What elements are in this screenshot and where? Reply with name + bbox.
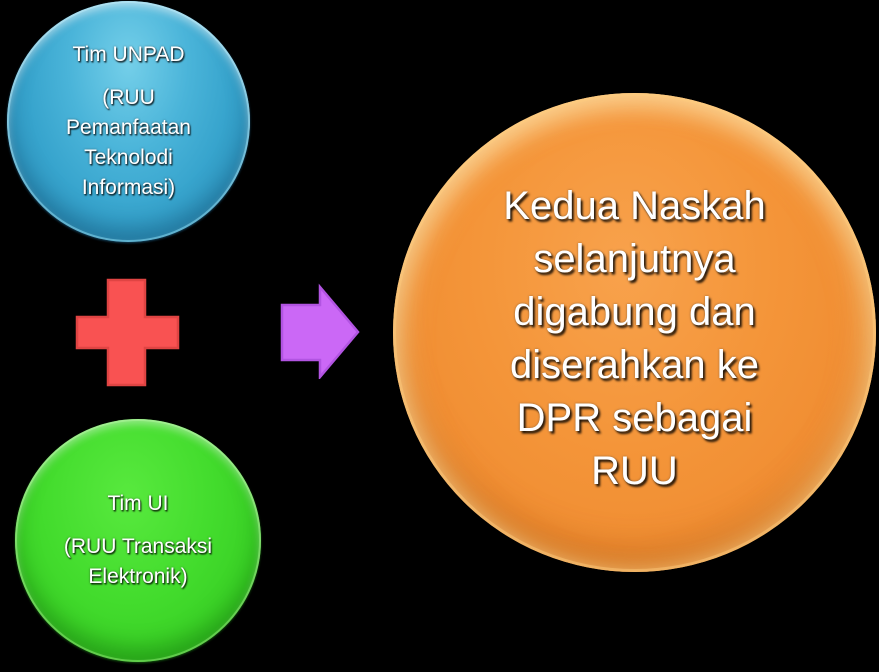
arrow-right-icon: [280, 283, 360, 379]
result-line: diserahkan ke: [509, 342, 760, 387]
subtitle-line: (RUU: [102, 86, 155, 109]
subtitle-line: Elektronik): [88, 565, 188, 588]
node-tim-ui: Tim UI (RUU Transaksi Elektronik): [15, 419, 261, 662]
node-tim-unpad: Tim UNPAD (RUU Pemanfaatan Teknolodi Inf…: [7, 1, 250, 242]
node-tim-unpad-subtitle: (RUU Pemanfaatan Teknolodi Informasi): [66, 83, 191, 203]
node-tim-ui-title: Tim UI: [107, 492, 169, 515]
result-line: RUU: [591, 448, 678, 493]
plus-shape: [75, 278, 180, 387]
arrow-shape: [280, 283, 360, 379]
subtitle-line: Pemanfaatan: [66, 116, 191, 139]
result-line: Kedua Naskah: [503, 183, 766, 228]
plus-icon: [75, 278, 180, 387]
subtitle-line: Teknolodi: [84, 146, 173, 169]
subtitle-line: Informasi): [81, 176, 176, 199]
result-line: DPR sebagai: [516, 395, 753, 440]
subtitle-line: (RUU Transaksi: [63, 535, 213, 558]
node-tim-ui-subtitle: (RUU Transaksi Elektronik): [64, 532, 212, 592]
node-tim-unpad-title: Tim UNPAD: [72, 43, 185, 66]
result-line: digabung dan: [513, 289, 756, 334]
node-result: Kedua Naskah selanjutnya digabung dan di…: [393, 93, 876, 572]
node-result-text: Kedua Naskah selanjutnya digabung dan di…: [503, 168, 765, 498]
result-line: selanjutnya: [533, 236, 736, 281]
